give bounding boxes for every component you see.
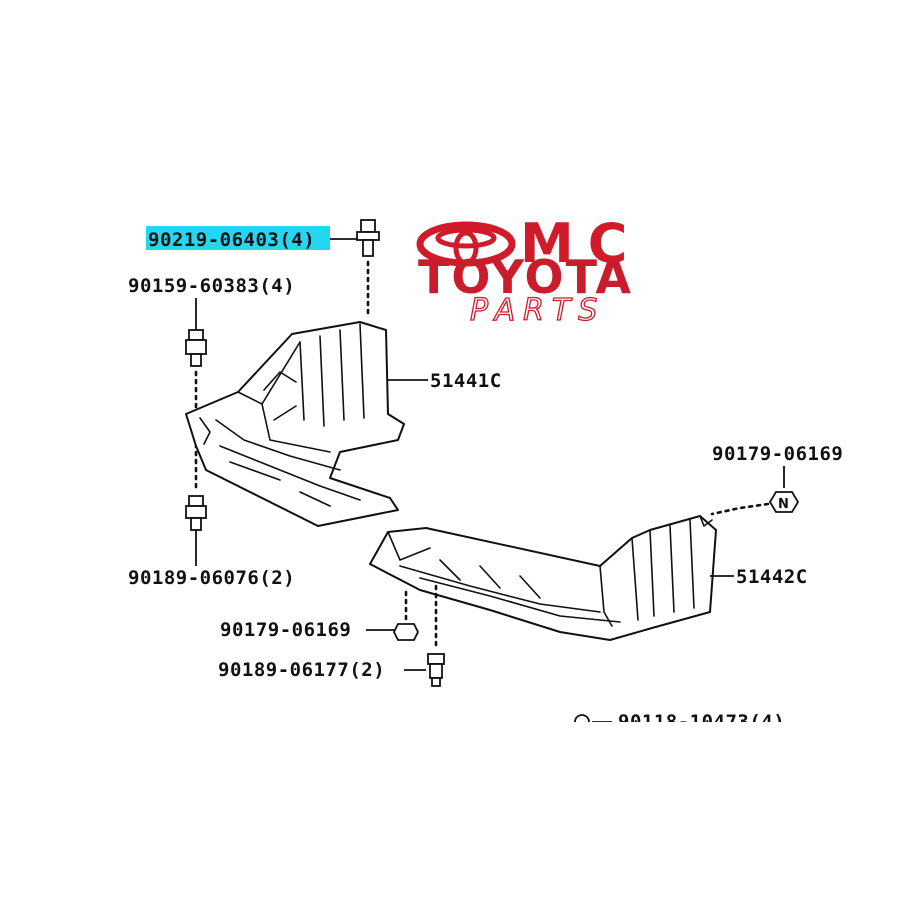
label-clip-lower-left: 90189-06076(2): [128, 567, 295, 589]
clip-icon: [185, 495, 207, 531]
label-clip-right: 90179-06169: [712, 443, 843, 465]
label-nut-lower: 90179-06169: [220, 619, 351, 641]
label-bolt-top: 90219-06403(4): [148, 229, 315, 251]
label-cover-front: 51441C: [430, 370, 502, 392]
logo-omc-text: MC: [520, 212, 641, 275]
svg-text:N: N: [778, 497, 789, 512]
label-screw-left: 90159-60383(4): [128, 275, 295, 297]
label-highlight: [146, 226, 330, 250]
logo-parts-text: PARTS: [470, 293, 605, 328]
push-clip-icon: [427, 653, 445, 687]
front-engine-under-cover: [185, 321, 405, 527]
crop-mask: [560, 722, 820, 742]
label-cover-rear: 51442C: [736, 566, 808, 588]
label-clip-lower: 90189-06177(2): [218, 659, 385, 681]
bolt-icon: [356, 219, 380, 257]
screw-icon: [185, 329, 207, 367]
logo-toyota-text: TOYOTA: [418, 250, 633, 304]
n-callout-icon: N: [768, 491, 800, 513]
rear-engine-under-cover: [369, 515, 717, 641]
toyota-emblem-icon: [416, 221, 516, 267]
omc-toyota-logo: MC TOYOTA PARTS: [416, 212, 641, 329]
dotted-line: [710, 502, 770, 516]
nut-icon: [392, 623, 420, 641]
